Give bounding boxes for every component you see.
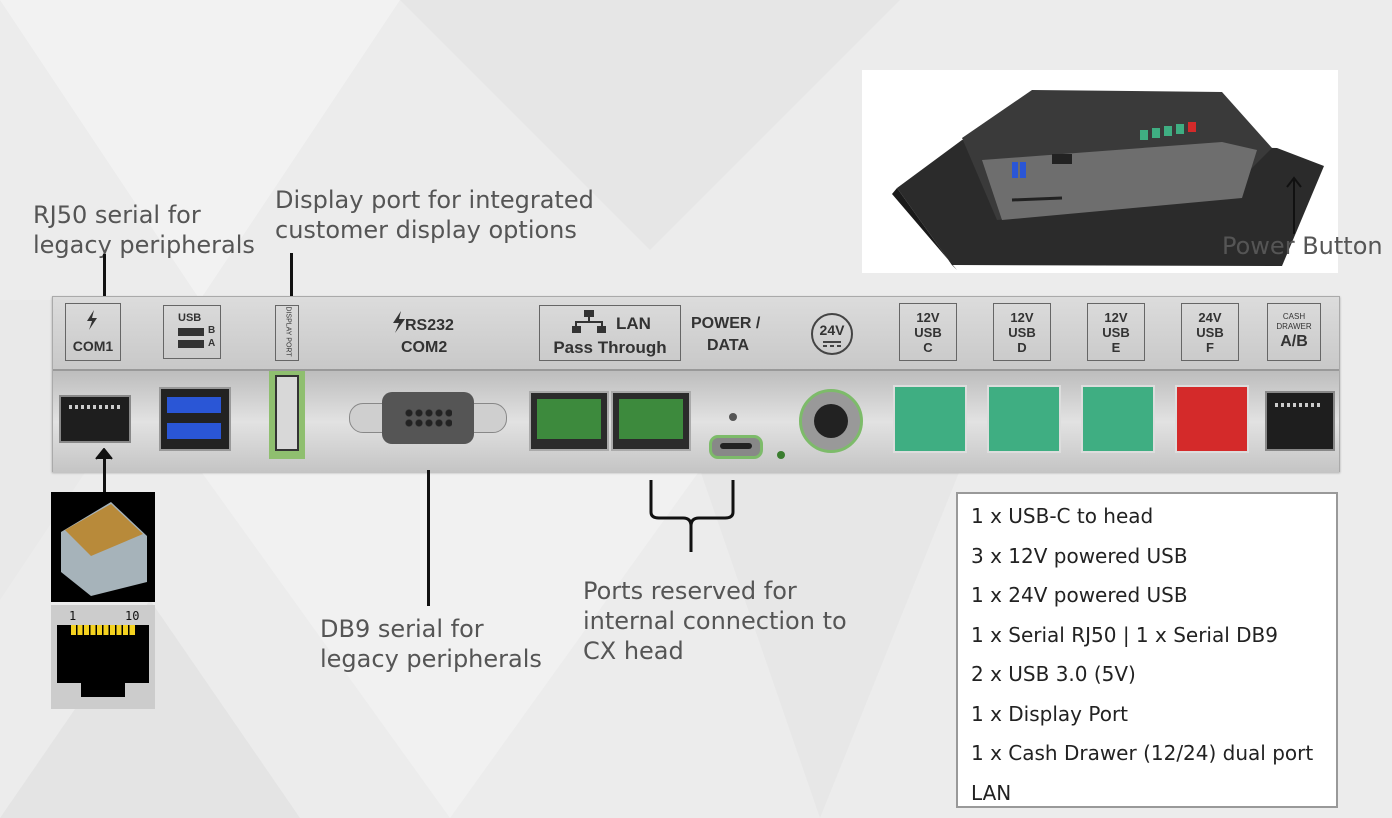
led-indicator — [729, 413, 737, 421]
usb-b-label: B — [208, 325, 216, 336]
usb-f-label-box: 24V USB F — [1181, 303, 1239, 361]
dc-24v-port[interactable] — [799, 389, 863, 453]
usb-d-type: USB — [1008, 325, 1036, 340]
reserved-ports-brace-icon — [649, 480, 735, 552]
usb-c-type: USB — [914, 325, 942, 340]
usb-label: USB — [178, 312, 202, 324]
spec-item: 1 x USB-C to head — [971, 504, 1154, 528]
usb-port-icon — [178, 328, 204, 336]
dc-24v-icon: 24V — [811, 313, 853, 355]
displayport-pointer-line — [290, 253, 293, 310]
terminal-illustration — [892, 90, 1324, 270]
com1-label: COM1 — [72, 338, 114, 354]
db9-callout: DB9 serial for legacy peripherals — [320, 615, 542, 673]
power-button-arrow-icon — [1286, 176, 1302, 188]
lan-label: LAN — [616, 314, 651, 333]
usb-f-type: USB — [1196, 325, 1224, 340]
specs-list: 1 x USB-C to head 3 x 12V powered USB 1 … — [956, 492, 1338, 808]
usb-e-type: USB — [1102, 325, 1130, 340]
usb-c-id: C — [923, 340, 933, 355]
db9-com2-port[interactable] — [349, 392, 507, 444]
usb-e-label-box: 12V USB E — [1087, 303, 1145, 361]
spec-item: 3 x 12V powered USB — [971, 543, 1188, 568]
pin-start-label: 1 — [69, 609, 77, 623]
com1-label-box: COM1 — [65, 303, 121, 361]
usb-label-box: USB B A — [163, 305, 221, 359]
cash-drawer-port[interactable] — [1265, 391, 1335, 451]
usb-port-icon — [178, 340, 204, 348]
usb-c-label-box: 12V USB C — [899, 303, 957, 361]
usb-d-voltage: 12V — [1010, 310, 1034, 325]
usb-d-label-box: 12V USB D — [993, 303, 1051, 361]
power-label: POWER / — [691, 315, 761, 332]
lan-port-1[interactable] — [529, 391, 609, 451]
power-button-callout: Power Button — [1222, 232, 1383, 260]
usb-c-voltage: 12V — [916, 310, 940, 325]
powered-usb-e-port[interactable] — [1081, 385, 1155, 453]
cash-label: CASH — [1282, 312, 1306, 321]
powered-usb-c-port[interactable] — [893, 385, 967, 453]
usb-e-id: E — [1111, 340, 1121, 355]
ab-label: A/B — [1280, 333, 1308, 350]
cash-drawer-label-box: CASH DRAWER A/B — [1267, 303, 1321, 361]
pass-through-label: Pass Through — [553, 338, 667, 357]
rj50-plug-photo — [51, 492, 155, 602]
usb-ab-port[interactable] — [159, 387, 231, 451]
spec-item: LAN — [971, 780, 1012, 805]
rj-socket-icon — [57, 625, 149, 697]
com2-label: COM2 — [401, 339, 448, 356]
terminal-photo — [862, 70, 1338, 273]
spec-item: 1 x Serial RJ50 | 1 x Serial DB9 — [971, 622, 1278, 647]
rs232-label: RS232 — [405, 317, 454, 334]
rj50-callout: RJ50 serial for legacy peripherals — [33, 201, 255, 259]
powered-usb-d-port[interactable] — [987, 385, 1061, 453]
data-label: DATA — [707, 337, 750, 354]
rj50-arrow-icon — [95, 448, 113, 460]
lan-port-2[interactable] — [611, 391, 691, 451]
power-button-pointer-line — [1293, 180, 1295, 234]
usb-f-id: F — [1206, 340, 1214, 355]
displayport-callout: Display port for integrated customer dis… — [275, 186, 594, 244]
spec-item: 1 x Display Port — [971, 701, 1129, 726]
db9-pointer-line — [427, 470, 430, 606]
spec-item: 2 x USB 3.0 (5V) — [971, 662, 1136, 686]
displayport-label: DISPLAY PORT — [284, 306, 292, 357]
io-panel: COM1 USB B A DISPLAY PORT RS232 COM2 LAN… — [52, 296, 1340, 473]
displayport-label-box: DISPLAY PORT — [275, 305, 299, 361]
usb-d-id: D — [1017, 340, 1027, 355]
network-icon — [572, 310, 606, 333]
spec-item: 1 x Cash Drawer (12/24) dual port — [971, 741, 1314, 765]
spec-item: 1 x 24V powered USB — [971, 583, 1188, 607]
led-indicator — [777, 451, 785, 459]
rj50-com1-port[interactable] — [59, 395, 131, 443]
ports-strip — [53, 369, 1339, 473]
pin-end-label: 10 — [125, 609, 140, 623]
usb-a-label: A — [208, 338, 216, 349]
usb-f-voltage: 24V — [1198, 310, 1222, 325]
dc-24v-label: 24V — [819, 322, 845, 338]
lightning-icon — [87, 310, 97, 330]
reserved-ports-callout: Ports reserved for internal connection t… — [583, 577, 847, 665]
usb-c-power-data-port[interactable] — [709, 435, 763, 459]
drawer-label: DRAWER — [1276, 322, 1312, 331]
rj50-plug-illustration — [61, 502, 147, 596]
usb-e-voltage: 12V — [1104, 310, 1128, 325]
rj50-pointer-line — [103, 254, 106, 310]
rj50-pinout-diagram: 1 10 — [51, 605, 155, 709]
lan-label-box: LAN Pass Through — [539, 305, 681, 361]
lightning-icon — [393, 311, 405, 333]
powered-usb-f-port[interactable] — [1175, 385, 1249, 453]
rj50-connector-pointer-line — [103, 456, 106, 494]
displayport-port[interactable] — [269, 371, 305, 459]
